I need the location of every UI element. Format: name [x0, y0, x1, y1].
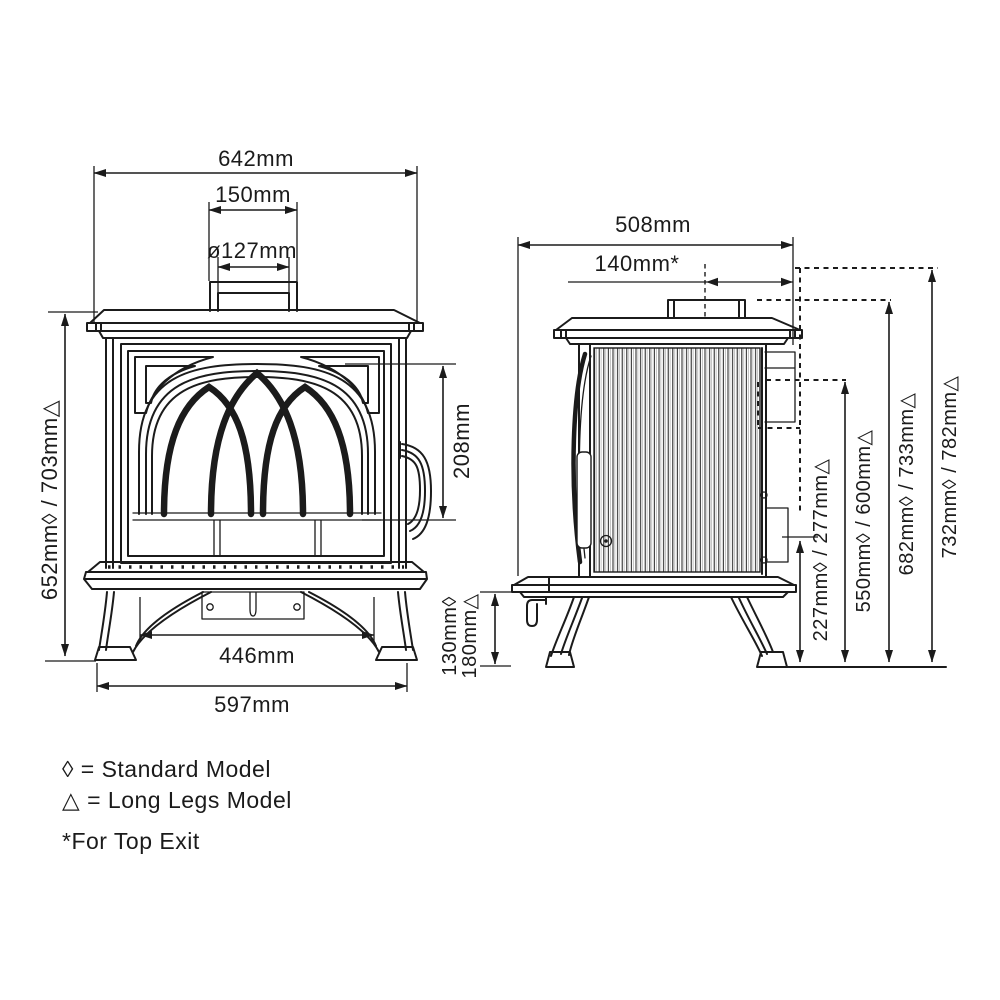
- dim-label-glass-height: 208mm: [449, 403, 474, 479]
- dim-label-leg-height-long: 180mm△: [459, 593, 481, 678]
- dim-label-rear-flue-centre: 550mm◊ / 600mm△: [853, 429, 875, 612]
- ext-lines-body-height: [45, 311, 98, 662]
- door-handle-front: [399, 441, 432, 540]
- side-flue-collar: [667, 299, 746, 319]
- dim-label-depth: 508mm: [615, 212, 691, 237]
- door-bottom-rail: [132, 512, 382, 557]
- arrow-flue-to-rear-right: [781, 277, 793, 287]
- dim-label-rear-flue-top: 682mm◊ / 733mm△: [896, 392, 918, 575]
- ext-lines-collar-width: [208, 202, 298, 281]
- dim-label-top-width: 642mm: [218, 146, 294, 171]
- rear-outlet-lower: [765, 507, 789, 563]
- stove-top-plate: [86, 309, 424, 339]
- front-view-dimensions: 642mm 150mm ø127mm 652mm◊ / 703mm△ 208mm…: [37, 146, 474, 717]
- front-view-drawing: [83, 281, 432, 661]
- legend-top-exit-note: *For Top Exit: [62, 828, 200, 854]
- ticks-leg-height: [480, 591, 514, 667]
- flue-collar: [209, 281, 298, 312]
- front-leg-right: [300, 591, 418, 661]
- rear-exit-reference-dashes: [757, 267, 938, 512]
- rear-bolt-lower: [760, 556, 768, 564]
- underside-panel: [201, 591, 305, 620]
- rear-outlet-upper: [764, 351, 796, 423]
- underside-bolt-right: [293, 603, 301, 611]
- side-leg-front: [545, 596, 590, 668]
- legend-standard-model: ◊ = Standard Model: [62, 756, 271, 782]
- side-door-knob: [599, 534, 613, 548]
- side-leg-rear: [730, 596, 788, 668]
- dim-label-between-feet: 446mm: [219, 643, 295, 668]
- legend: ◊ = Standard Model △ = Long Legs Model *…: [62, 756, 292, 854]
- underside-bolt-left: [206, 603, 214, 611]
- base-plinth-front: [83, 561, 428, 590]
- side-door-knob-pin: [604, 539, 608, 543]
- arrow-flue-to-rear-left: [706, 277, 718, 287]
- ext-lines-depth: [517, 237, 794, 576]
- side-door-latch: [576, 451, 592, 549]
- door-gothic-tracery: [160, 368, 354, 518]
- side-view-drawing: [511, 264, 947, 668]
- ash-lever: [526, 596, 547, 627]
- dim-label-flue-diameter: ø127mm: [207, 238, 297, 263]
- ext-lines-glass-height: [345, 363, 456, 521]
- ext-lines-top-width: [93, 166, 418, 324]
- side-top-plate: [553, 317, 803, 345]
- dim-label-base-width: 597mm: [214, 692, 290, 717]
- legend-long-legs-model: △ = Long Legs Model: [62, 787, 292, 813]
- front-leg-left: [94, 591, 212, 661]
- dim-label-overall-height: 732mm◊ / 782mm△: [939, 375, 961, 558]
- dim-label-collar-width: 150mm: [215, 182, 291, 207]
- side-ribbed-panel: [593, 347, 761, 573]
- stove-body-sides: [105, 337, 407, 569]
- dim-label-lower-outlet: 227mm◊ / 277mm△: [810, 458, 832, 641]
- side-view-dimensions: 508mm 140mm* 227mm◊ / 277mm△ 550mm◊ / 60…: [439, 212, 961, 679]
- rear-bolt-upper: [760, 491, 768, 499]
- dim-label-leg-height-standard: 130mm◊: [439, 596, 461, 676]
- dim-label-flue-to-rear: 140mm*: [595, 251, 680, 276]
- dim-label-body-height: 652mm◊ / 703mm△: [37, 400, 62, 600]
